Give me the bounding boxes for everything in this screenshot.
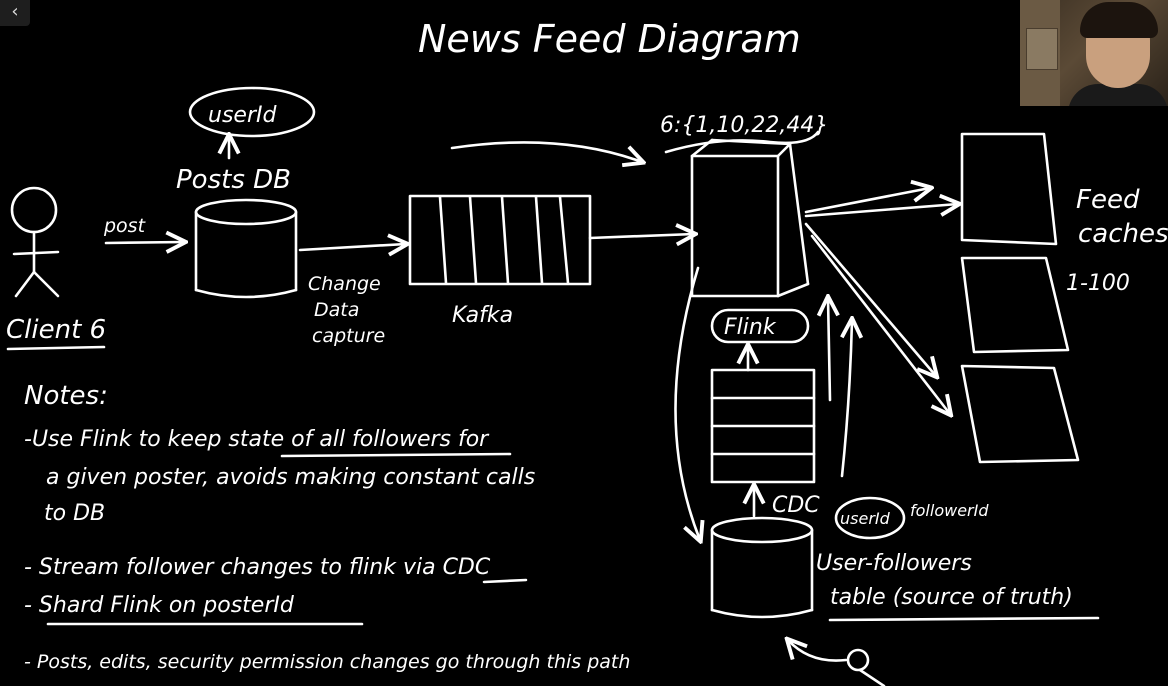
post-label: post — [103, 215, 147, 237]
flink-node-box — [692, 140, 808, 296]
table-key-followerid: followerId — [910, 501, 989, 520]
flink-label: Flink — [724, 315, 777, 340]
kafka-label: Kafka — [452, 303, 513, 328]
note-1-line-3: to DB — [44, 501, 105, 526]
up-arrow-2 — [842, 320, 852, 476]
table-key-userid: userId — [840, 509, 891, 528]
flink-to-table-curve — [675, 268, 700, 540]
arrow-to-cache-2 — [806, 224, 936, 376]
diagram-title: News Feed Diagram — [418, 17, 801, 61]
client-stick-figure — [12, 188, 58, 296]
cdc-long-label-line-2: Data — [314, 299, 359, 321]
feed-caches-label-line-2: caches — [1078, 219, 1168, 249]
note-3: - Shard Flink on posterId — [24, 593, 295, 618]
posts-db-label: Posts DB — [176, 165, 291, 195]
note-1-line-1: -Use Flink to keep state of all follower… — [24, 427, 490, 452]
cdc-queue-stack — [712, 370, 814, 482]
cdc-long-label-line-1: Change — [308, 273, 381, 295]
feed-range-label: 1-100 — [1066, 271, 1130, 296]
note-4: - Posts, edits, security permission chan… — [24, 651, 630, 673]
incoming-posts-arrow — [452, 142, 642, 162]
posts-db-cylinder — [196, 200, 296, 297]
feed-cache-1 — [962, 134, 1056, 244]
arrow-to-cache-1b — [806, 204, 958, 216]
notes-heading: Notes: — [24, 381, 108, 411]
user-arrow-to-table — [788, 640, 846, 661]
cdc-arrow-to-kafka — [300, 244, 406, 250]
note-2-underline — [484, 580, 526, 582]
userid-label: userId — [208, 103, 277, 128]
feed-cache-3 — [962, 366, 1078, 462]
cdc-long-label-line-3: capture — [312, 325, 385, 347]
feed-cache-2 — [962, 258, 1068, 352]
client-label-underline — [8, 347, 104, 349]
user-followers-db-cylinder — [712, 518, 812, 617]
note-2: - Stream follower changes to flink via C… — [24, 555, 491, 580]
bottom-stick-figure-body — [860, 670, 884, 686]
cdc-label: CDC — [772, 493, 820, 518]
note-1-underline — [282, 454, 510, 456]
kafka-to-flink-arrow — [590, 234, 694, 238]
bottom-stick-figure-head — [848, 650, 868, 670]
feed-caches-label-line-1: Feed — [1076, 185, 1140, 215]
kafka-queue — [410, 196, 590, 284]
arrow-to-cache-3 — [812, 236, 950, 414]
table-label-underline — [830, 618, 1098, 620]
table-label-line-1: User-followers — [816, 551, 972, 576]
note-1-line-2: a given poster, avoids making constant c… — [46, 465, 535, 490]
followers-set-label: 6:{1,10,22,44} — [660, 113, 828, 138]
client-label: Client 6 — [6, 315, 106, 345]
table-label-line-2: table (source of truth) — [830, 585, 1073, 610]
up-arrow-1 — [828, 298, 830, 400]
post-arrow — [106, 242, 184, 243]
